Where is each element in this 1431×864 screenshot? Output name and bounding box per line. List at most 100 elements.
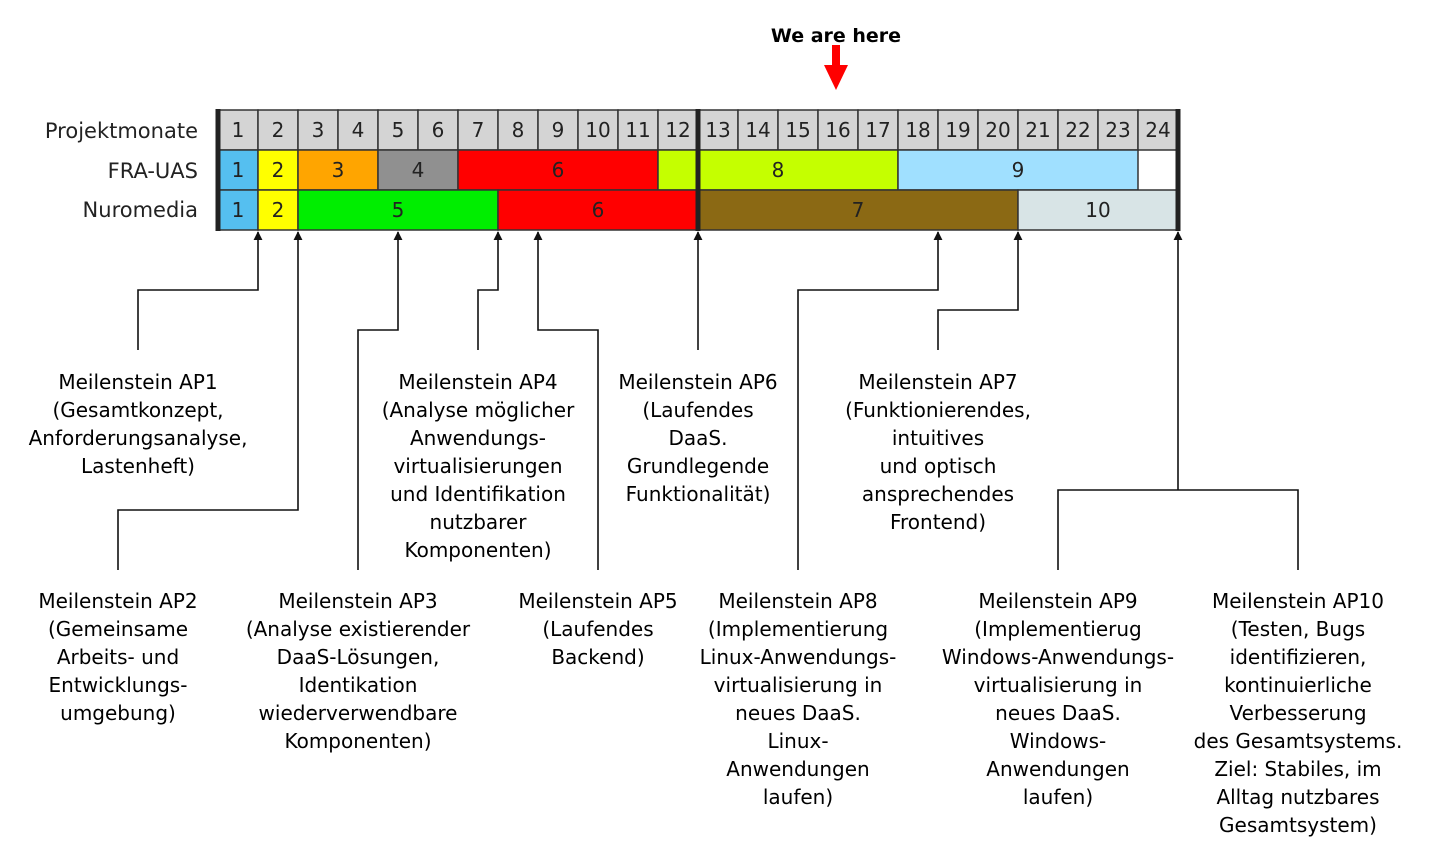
milestone-ap1: Meilenstein AP1 (Gesamtkonzept, Anforderun… (29, 370, 248, 478)
nuromedia-segment-5-label: 5 (392, 198, 405, 222)
month-cell-24-label: 24 (1145, 118, 1170, 142)
month-cell-7-box (457, 109, 499, 151)
row-label-fra-uas: FRA-UAS (108, 159, 198, 183)
milestone-ap7-line: intuitives (892, 426, 984, 450)
milestone-ap4-line: und Identifikation (390, 482, 566, 506)
month-cell-6-label: 6 (432, 118, 445, 142)
milestone-ap8-line: Anwendungen (726, 757, 869, 781)
row-label-nuromedia: Nuromedia (83, 198, 198, 222)
month-cell-19-label: 19 (945, 118, 970, 142)
fra-segment-9-box (897, 149, 1139, 191)
month-cell-21-label: 21 (1025, 118, 1050, 142)
month-cell-8-label: 8 (512, 118, 525, 142)
milestone-ap7: Meilenstein AP7(Funktionierendes,intuiti… (845, 370, 1031, 534)
month-cell-18-box (897, 109, 939, 151)
nuromedia-segment-6-box (497, 189, 699, 231)
fra-segment-1-label: 1 (232, 158, 245, 182)
milestone-ap8-line: Linux-Anwendungs- (700, 645, 897, 669)
milestone-ap3-line: Komponenten) (284, 729, 431, 753)
milestone-ap1-line: Anforderungsanalyse, (29, 426, 248, 450)
milestone-ap7-line: und optisch (880, 454, 997, 478)
nuromedia-segment-5-box (297, 189, 499, 231)
milestone-ap3-line: (Analyse existierender (246, 617, 471, 641)
milestone-ap8-line: (Implementierung (708, 617, 888, 641)
milestone-ap8-line: laufen) (763, 785, 833, 809)
milestone-ap9-line: Anwendungen (986, 757, 1129, 781)
milestone-ap3-line: DaaS-Lösungen, (277, 645, 440, 669)
milestone-ap2-line: Meilenstein AP2 (38, 589, 197, 613)
nuromedia-segment-2-box (257, 189, 299, 231)
milestone-ap5-line: (Laufendes (542, 617, 653, 641)
month-cell-14-label: 14 (745, 118, 770, 142)
month-cell-24-box (1137, 109, 1179, 151)
month-cell-5-label: 5 (392, 118, 405, 142)
month-cell-1-label: 1 (232, 118, 245, 142)
month-cell-4-label: 4 (352, 118, 365, 142)
milestone-ap8-line: Meilenstein AP8 (718, 589, 877, 613)
milestone-connectors (117, 231, 1299, 570)
month-cell-17-label: 17 (865, 118, 890, 142)
milestone-ap3-line: wiederverwendbare (259, 701, 458, 725)
milestone-ap4-line: nutzbarer (430, 510, 528, 534)
month-cell-13-label: 13 (705, 118, 730, 142)
nuromedia-segment-2-label: 2 (272, 198, 285, 222)
milestone-ap4-line: Anwendungs- (410, 426, 546, 450)
milestone-ap4-line: Komponenten) (404, 538, 551, 562)
nuromedia-segment-10-box (1017, 189, 1179, 231)
connector-ap7 (937, 231, 1023, 350)
we-are-here-label: We are here (771, 25, 901, 47)
milestone-ap9-line: (Implementierug (974, 617, 1142, 641)
milestone-ap1-line: Meilenstein AP1 (58, 370, 217, 394)
month-cell-2-label: 2 (272, 118, 285, 142)
milestone-ap3-line: Meilenstein AP3 (278, 589, 437, 613)
milestone-ap3-line: Identikation (299, 673, 418, 697)
milestone-ap6-line: Funktionalität) (626, 482, 771, 506)
milestone-ap6-line: Meilenstein AP6 (618, 370, 777, 394)
gantt-separators (215, 109, 1181, 231)
month-cell-12-label: 12 (665, 118, 690, 142)
month-cell-23-box (1097, 109, 1139, 151)
connector-ap8 (797, 231, 943, 570)
month-cell-20-label: 20 (985, 118, 1010, 142)
milestone-ap10-line: Alltag nutzbares (1216, 785, 1379, 809)
fra-segment-3-box (297, 149, 379, 191)
milestone-ap7-line: (Funktionierendes, (845, 398, 1031, 422)
milestone-ap1-line: (Gesamtkonzept, (52, 398, 223, 422)
fra-segment-2-label: 2 (272, 158, 285, 182)
milestone-ap9-line: laufen) (1023, 785, 1093, 809)
nuromedia-segment-7-label: 7 (852, 198, 865, 222)
month-cell-3-label: 3 (312, 118, 325, 142)
month-cell-21-box (1017, 109, 1059, 151)
month-cell-16-label: 16 (825, 118, 850, 142)
milestone-ap4-line: (Analyse möglicher (382, 398, 575, 422)
milestone-ap9-line: Windows- (1010, 729, 1107, 753)
milestone-ap10-line: identifizieren, (1230, 645, 1367, 669)
fra-segment-2-box (257, 149, 299, 191)
milestone-ap10-line: kontinuierliche (1224, 673, 1372, 697)
milestone-ap8-line: neues DaaS. (735, 701, 861, 725)
milestone-ap9-line: neues DaaS. (995, 701, 1121, 725)
milestone-ap2-line: (Gemeinsame (48, 617, 188, 641)
connector-ap5 (533, 231, 599, 570)
month-cell-9-label: 9 (552, 118, 565, 142)
month-cell-11-label: 11 (625, 118, 650, 142)
milestone-ap2-line: Entwicklungs- (49, 673, 188, 697)
month-cell-10-label: 10 (585, 118, 610, 142)
milestone-ap10-line: Ziel: Stabiles, im (1214, 757, 1381, 781)
milestone-ap8-line: virtualisierung in (714, 673, 883, 697)
month-cell-3-box (297, 109, 339, 151)
connector-ap1 (137, 231, 263, 350)
month-cell-22-label: 22 (1065, 118, 1090, 142)
month-cell-12-box (657, 109, 699, 151)
milestone-ap10-line: des Gesamtsystems. (1194, 729, 1403, 753)
milestone-ap4-line: virtualisierungen (393, 454, 562, 478)
